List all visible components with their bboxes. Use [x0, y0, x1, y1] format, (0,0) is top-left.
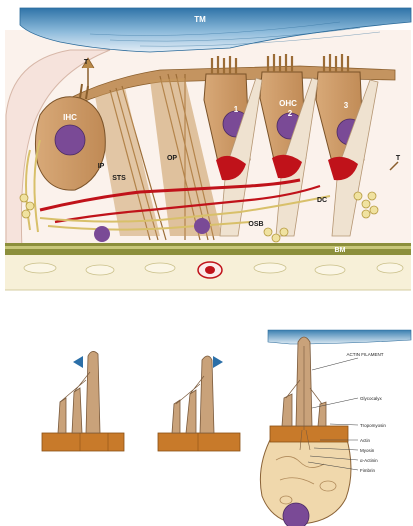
- label-osb: OSB: [248, 221, 263, 228]
- detail-nucleus: [283, 503, 309, 526]
- blood-vessel: [198, 262, 222, 278]
- detail-stereocilium-mid: [282, 394, 292, 426]
- label-glycocalyx: Glycocalyx: [360, 396, 383, 401]
- label-tropomyosin: Tropomyosin: [360, 423, 386, 428]
- detail-tectorial-membrane: [268, 330, 411, 344]
- efferent-terminals: [216, 155, 358, 180]
- label-ihc: IHC: [63, 113, 77, 122]
- cuticular-plate-left: [42, 433, 124, 451]
- label-t-left: T: [84, 59, 89, 66]
- label-alpha-actinin: α-Actinin: [360, 458, 378, 463]
- deflection-arrow-left-icon: [73, 356, 83, 368]
- label-myosin: Myosin: [360, 448, 375, 453]
- label-actin-filament: ACTIN FILAMENT: [346, 352, 383, 357]
- border-cell-nucleus: [94, 226, 110, 242]
- label-t-right: T: [396, 155, 401, 162]
- label-bm: BM: [335, 247, 346, 254]
- label-fimbrin: Fimbrin: [360, 468, 375, 473]
- label-dc: DC: [317, 197, 327, 204]
- cuticular-plate-right: [270, 426, 348, 442]
- label-ohc-1: 1: [234, 105, 239, 114]
- label-ip: IP: [98, 163, 105, 170]
- stereocilia-panel: [42, 330, 411, 526]
- label-sts: STS: [112, 175, 126, 182]
- label-ohc: OHC: [279, 99, 297, 108]
- label-op: OP: [167, 155, 177, 162]
- pillar-cell-nucleus: [194, 218, 210, 234]
- stereocilia-bundle-middle: [158, 356, 240, 451]
- hair-cell-detail: [260, 330, 411, 526]
- cuticular-plate-middle: [158, 433, 240, 451]
- ihc-nucleus: [55, 125, 85, 155]
- deflection-arrow-right-icon: [213, 356, 223, 368]
- label-tm: TM: [194, 15, 206, 24]
- label-actin: Actin: [360, 438, 371, 443]
- basilar-membrane-highlight: [5, 246, 411, 249]
- label-ohc-2: 2: [288, 109, 293, 118]
- organ-of-corti-panel: [5, 8, 411, 290]
- label-ohc-3: 3: [344, 101, 349, 110]
